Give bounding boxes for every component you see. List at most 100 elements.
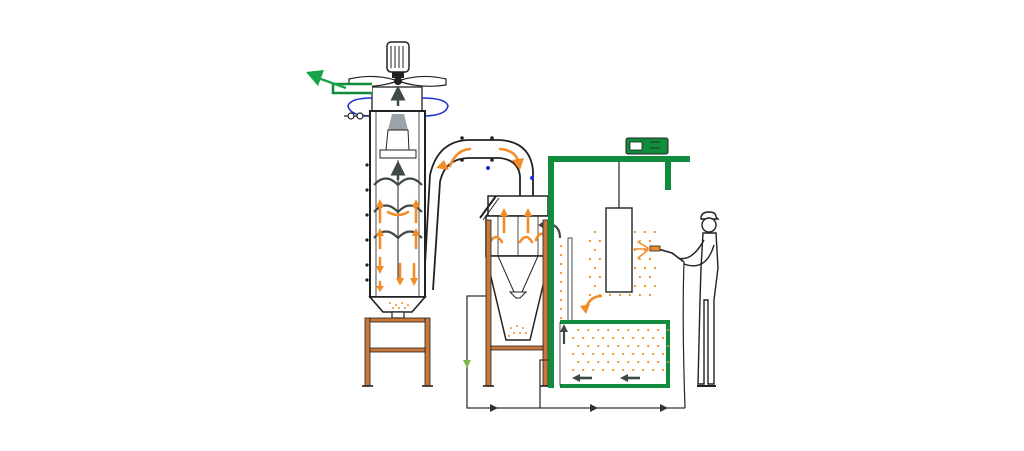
powder-particle [559, 262, 563, 266]
powder-particle [582, 336, 585, 340]
powder-particle [657, 360, 660, 364]
powder-particle [642, 368, 645, 372]
powder-particle [588, 257, 591, 261]
powder-particle [612, 368, 615, 372]
powder-particle [559, 316, 563, 320]
powder-particle [662, 368, 665, 372]
powder-particle [597, 328, 600, 332]
powder-particle [559, 280, 563, 284]
powder-particle [612, 352, 615, 356]
powder-particle [582, 368, 585, 372]
powder-particle [607, 328, 610, 332]
powder-particle [632, 368, 635, 372]
powder-particle [559, 289, 563, 293]
powder-particle [632, 352, 635, 356]
powder-particle [598, 257, 601, 261]
powder-particle [622, 368, 625, 372]
powder-particle [647, 360, 650, 364]
powder-particle [607, 360, 610, 364]
filter-cartridge [388, 114, 408, 130]
powder-particle [637, 360, 640, 364]
powder-particle [648, 293, 651, 297]
powder-particle [667, 360, 670, 364]
powder-particle [653, 266, 656, 270]
powder-particle [577, 360, 580, 364]
powder-particle [572, 336, 575, 340]
powder-particle [642, 336, 645, 340]
powder-particle [588, 293, 591, 297]
powder-particle [627, 328, 630, 332]
powder-particle [559, 253, 563, 257]
return-flow-arrows [490, 404, 668, 412]
powder-particle [648, 275, 651, 279]
collected-powder-cyclone [508, 325, 527, 337]
powder-recovery-tray [560, 320, 670, 388]
powder-particle [642, 352, 645, 356]
powder-particle [588, 275, 591, 279]
powder-particle [572, 352, 575, 356]
powder-particle [633, 230, 636, 234]
powder-particle [617, 344, 620, 348]
powder-particle [572, 368, 575, 372]
powder-particle [637, 344, 640, 348]
powder-particle [653, 230, 656, 234]
powder-particle [577, 328, 580, 332]
powder-particle [638, 257, 641, 261]
cyclone-separator [479, 195, 562, 387]
airflow-arrows-duct [436, 147, 524, 170]
filter-support-frame [362, 317, 433, 387]
powder-particle [618, 293, 621, 297]
powder-particle [612, 336, 615, 340]
powder-particle [602, 352, 605, 356]
filter-hopper [368, 296, 427, 313]
powder-particle [617, 360, 620, 364]
spray-booth [548, 137, 690, 388]
powder-particle [607, 344, 610, 348]
powder-particle [638, 239, 641, 243]
powder-particle [597, 344, 600, 348]
powder-particle [592, 368, 595, 372]
powder-particle [638, 275, 641, 279]
powder-particle [587, 344, 590, 348]
powder-particle [593, 248, 596, 252]
powder-particle [593, 284, 596, 288]
return-flow-arrow-icon [463, 360, 471, 368]
powder-particle [657, 328, 660, 332]
cartridge-filter-unit [306, 41, 449, 387]
powder-particle [598, 275, 601, 279]
collected-powder-filter [389, 302, 409, 309]
conveyor-rail-icon [625, 137, 669, 155]
powder-particles [559, 230, 670, 372]
powder-particle [648, 239, 651, 243]
motor-icon [386, 41, 410, 78]
powder-particle [587, 360, 590, 364]
powder-particle [647, 328, 650, 332]
powder-particle [632, 336, 635, 340]
transfer-duct [424, 136, 534, 291]
powder-particle [662, 336, 665, 340]
powder-particle [667, 344, 670, 348]
powder-particle [643, 230, 646, 234]
powder-particle [587, 328, 590, 332]
powder-particle [652, 352, 655, 356]
powder-particle [657, 344, 660, 348]
powder-particle [622, 352, 625, 356]
powder-particle [577, 344, 580, 348]
powder-particle [633, 284, 636, 288]
spray-gun-icon [633, 241, 686, 409]
housing-rivets [365, 163, 369, 282]
powder-particle [559, 244, 563, 248]
powder-particle [559, 298, 563, 302]
powder-particle [598, 293, 601, 297]
exhaust-arrow-icon [306, 70, 324, 86]
powder-particle [592, 336, 595, 340]
powder-return-line [466, 295, 685, 409]
powder-particle [582, 352, 585, 356]
powder-particle [628, 293, 631, 297]
powder-particle [588, 239, 591, 243]
operator-icon [677, 211, 720, 387]
pulse-air-pipe-right [421, 97, 449, 117]
powder-particle [633, 266, 636, 270]
powder-particle [559, 271, 563, 275]
